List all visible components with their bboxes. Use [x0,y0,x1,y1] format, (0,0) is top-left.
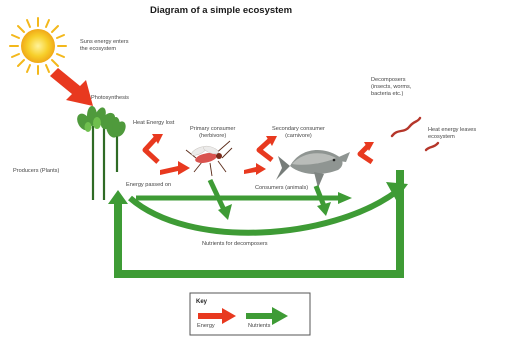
nutrient-return-arrowhead [108,190,128,204]
nutrient-line-arrowhead [338,192,352,204]
heat-arrowhead-3 [364,142,374,151]
sun-energy-line-2: the ecosystem [80,45,117,52]
key-title: Key [196,299,208,305]
key-energy-label: Energy [197,323,215,329]
heat-loss-label: Heat Energy lost [133,120,175,126]
primary-consumer-label: Primary consumer (herbivore) [190,126,235,140]
heat-loss-arrow-secondary [357,144,374,165]
sun-energy-label: Suns energy enters the ecosystem [80,39,129,53]
energy-arrow-producer-to-primary [160,161,190,175]
plant-icon [77,106,126,200]
heat-leaves-line-2: ecosystem [428,133,455,140]
key-energy-arrow [198,308,236,324]
key-legend [189,292,311,336]
nutrient-down-primary [207,178,227,212]
nutrient-curve-arrow [128,189,398,236]
key-nutrient-arrow [246,307,288,325]
primary-consumer-line-1: Primary consumer [190,126,236,132]
primary-consumer-line-2: (herbivore) [199,132,227,139]
decomposers-line-1: Decomposers [371,77,406,83]
sun-icon [9,17,67,75]
worm-icon [390,116,440,152]
nutrient-curve-arrowhead [386,182,408,200]
photosynthesis-label: Photosynthesis [91,95,129,101]
energy-arrow-primary-to-secondary [244,163,266,175]
heat-arrowhead-1 [152,134,163,144]
decomposers-line-3: bacteria etc.) [371,90,404,97]
diagram-title: Diagram of a simple ecosystem [150,5,293,16]
decomposers-line-2: (insects, worms, [371,83,412,90]
heat-loss-arrow-primary [256,138,274,162]
heat-leaves-label: Heat energy leaves ecosystem [428,127,476,141]
heat-loss-arrow-producers [142,136,160,164]
producers-label: Producers (Plants) [13,168,60,174]
sun-energy-arrow [50,68,93,106]
nutrient-return-loop [114,170,404,278]
consumers-label: Consumers (animals) [255,185,309,191]
sun-energy-line-1: Suns energy enters [80,39,129,45]
energy-passed-label: Energy passed on [126,182,172,188]
heat-arrowhead-2 [266,136,277,146]
heat-leaves-line-1: Heat energy leaves [428,127,477,133]
secondary-consumer-line-2: (carnivore) [285,132,312,139]
nutrient-down-secondary [313,185,327,207]
secondary-consumer-line-1: Secondary consumer [272,126,325,132]
key-nutrients-label: Nutrients [248,323,271,329]
decomposers-label: Decomposers (insects, worms, bacteria et… [371,77,411,98]
nutrients-label: Nutrients for decomposers [202,241,268,247]
secondary-consumer-label: Secondary consumer (carnivore) [272,126,325,140]
fish-icon [276,150,350,188]
